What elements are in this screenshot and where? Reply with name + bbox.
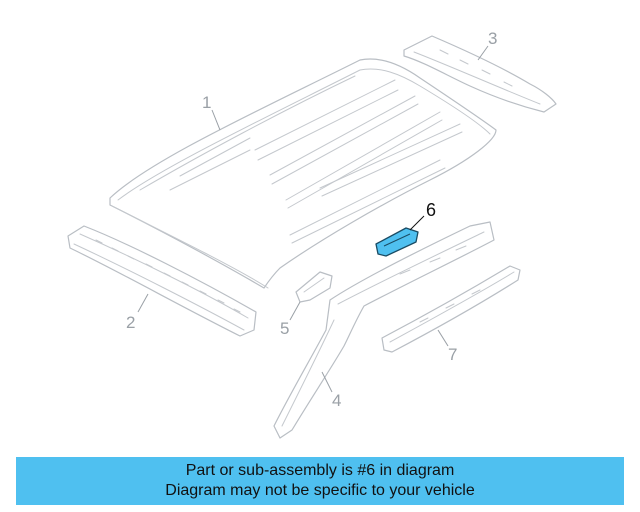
callout-4: 4	[332, 391, 341, 410]
part-3-rear-header	[403, 35, 557, 113]
callout-7: 7	[448, 345, 457, 364]
leader-7	[437, 329, 449, 347]
banner-line-1: Part or sub-assembly is #6 in diagram	[185, 462, 455, 479]
part-4-side-rail	[273, 221, 495, 439]
leader-4	[321, 371, 333, 393]
leader-6	[409, 215, 425, 231]
leader-5	[289, 301, 301, 321]
banner-line-2: Diagram may not be specific to your vehi…	[165, 482, 475, 499]
callout-2: 2	[126, 313, 135, 332]
callout-3: 3	[488, 29, 497, 48]
part-1-roof-panel	[109, 58, 497, 289]
info-banner: Part or sub-assembly is #6 in diagram Di…	[16, 457, 624, 505]
callout-1: 1	[202, 93, 211, 112]
part-5-bracket	[295, 271, 333, 303]
part-2-front-header	[67, 225, 257, 337]
leader-3	[477, 45, 489, 61]
callout-5: 5	[280, 319, 289, 338]
leader-2	[137, 293, 149, 313]
part-7-inner-rail	[381, 265, 521, 353]
leader-1	[211, 109, 221, 131]
callout-6: 6	[426, 200, 436, 220]
part-6-reinforcement-highlighted[interactable]	[375, 227, 419, 257]
